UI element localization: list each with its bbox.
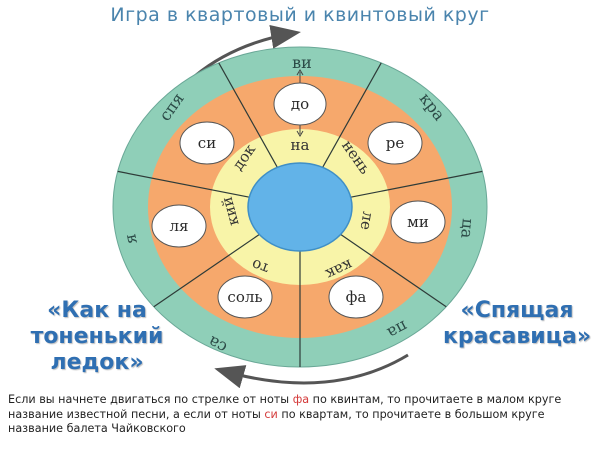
caption-line: «Спящая [460,298,574,323]
caption-line: «Как на [47,298,147,323]
caption-line: красавица» [442,324,592,349]
note-fa: фа [328,275,384,319]
counterclockwise-arrow-bottom [214,353,409,389]
note-label: до [291,95,309,113]
note-label: фа [346,288,367,306]
highlight-note-fa: фа [292,393,310,406]
song-title-caption: «Как на тоненький ледок» [22,298,172,376]
do-arrows [296,69,304,137]
outer-syllable: ца [457,218,478,240]
instructions-paragraph: Если вы начнете двигаться по стрелке от … [8,393,593,437]
ballet-title-caption: «Спящая красавица» [438,298,596,350]
outer-syllable: ви [292,53,312,72]
highlight-note-si: си [264,407,278,421]
note-label: ре [386,134,405,152]
outer-syllable: я [120,232,141,246]
desc-part: по квартам, то прочитаете в большом круг… [8,407,545,436]
note-label: ми [407,213,429,231]
note-sol: соль [217,275,273,319]
sector-dividers [117,62,483,367]
center-circle [247,162,353,252]
note-si: си [179,121,235,165]
caption-line: ледок» [50,350,144,375]
note-label: соль [227,288,262,306]
note-circles: до ре ми фа соль ля си [151,82,446,319]
desc-part: Если вы начнете двигаться по стрелке от … [8,393,293,406]
note-do: до [273,82,327,126]
inner-syllable: то [249,255,271,278]
inner-syllable: ле [356,210,377,231]
note-re: ре [367,121,423,165]
desc-part: по квинтам, то прочитаете в малом круге … [8,393,562,421]
note-label: ля [170,217,189,235]
inner-syllable: на [291,136,310,154]
note-label: си [198,134,216,152]
caption-line: тоненький [30,324,164,349]
note-mi: ми [390,200,446,244]
note-la: ля [151,204,207,248]
page-title: Игра в квартовый и квинтовый круг [110,4,490,26]
